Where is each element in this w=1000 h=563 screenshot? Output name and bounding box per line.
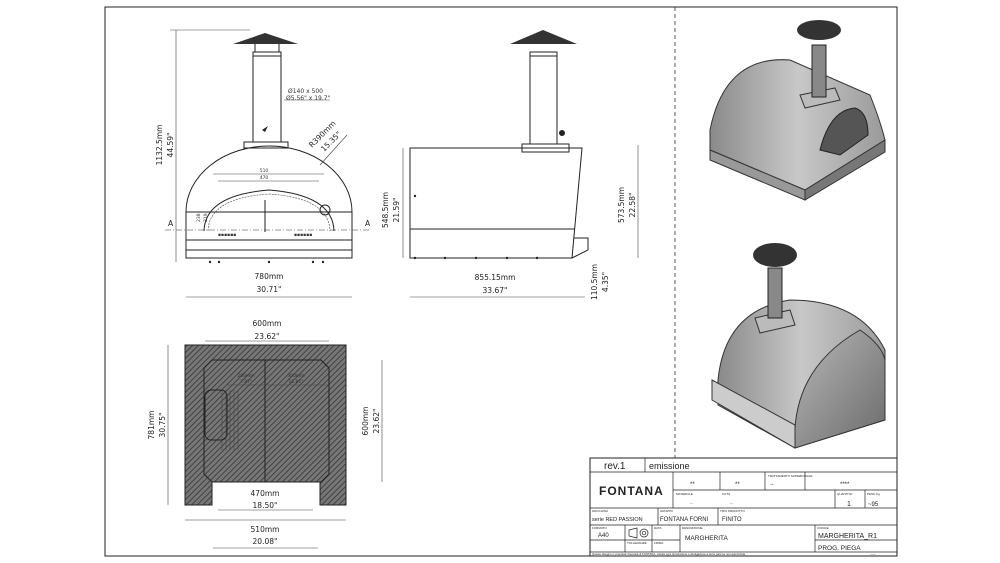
dome-outline — [185, 145, 353, 213]
finish-label: TRATTAMENTO SUPERFICIALE — [768, 474, 813, 478]
revision: rev.1 — [604, 461, 626, 472]
inner-depth-dim: 600mm — [361, 407, 370, 436]
sheet-frame — [104, 6, 898, 557]
lip-dim-in: 4.35" — [601, 272, 610, 292]
section-label-left: A — [168, 219, 174, 228]
value-2: ** — [735, 482, 740, 488]
inner-depth-dim-in: 23.62" — [372, 409, 381, 434]
cuts-label: CUTS — [722, 492, 730, 496]
dim-470: 470 — [260, 175, 269, 181]
material: -- — [690, 500, 693, 505]
material-label: MATERIALE — [676, 492, 693, 496]
dim-219: 219 — [203, 213, 209, 222]
svg-text:▪▪▪▪▪▪: ▪▪▪▪▪▪ — [294, 233, 312, 238]
emission: emissione — [649, 461, 690, 471]
desc-label: DESCRIZIONE — [682, 526, 703, 530]
left-dim: 200mm — [237, 373, 254, 379]
lip-dim: 110.5mm — [590, 264, 599, 300]
footer-right: ------ — [870, 552, 876, 556]
iso-render-front — [709, 20, 886, 201]
flue-dim-in: Ø5.56" x 19.7" — [286, 95, 331, 102]
value-4: **** — [840, 482, 850, 488]
dim-238: 238 — [196, 213, 202, 222]
front-view: ▪▪▪▪▪▪ ▪▪▪▪▪▪ A A 510 470 238 219 Ø140 x … — [155, 29, 371, 298]
title-block: rev.1 emissione FONTANA TRATTAMENTO SUPE… — [589, 457, 898, 557]
front-dim-in: 20.08" — [253, 537, 278, 546]
chimney-cap — [233, 33, 298, 44]
top-depth-dim: 781mm — [147, 411, 156, 440]
side-view: 548.5mm 21.59" 573.5mm 22.58" 855.15mm 3… — [381, 30, 639, 300]
svg-text:▪▪▪▪▪▪: ▪▪▪▪▪▪ — [218, 233, 236, 238]
cuts: -- — [730, 500, 733, 505]
depth-dim: 855.15mm — [475, 273, 516, 282]
side-body — [409, 147, 583, 259]
machine: serie RED PASSION — [592, 517, 643, 523]
qty: 1 — [847, 501, 851, 508]
height-dim: 1132.5mm — [155, 125, 164, 166]
right-dim-in: 11.81" — [289, 379, 304, 385]
footer-note: Questo disegno e' proprieta' riservata d… — [592, 552, 746, 556]
group: FONTANA FORNI — [660, 517, 709, 523]
sign-label: FIRMA — [654, 541, 663, 545]
tolerance-label: TOLLERANZE — [627, 541, 647, 545]
side-height-dim-in: 21.59" — [392, 198, 401, 223]
flue-dim: Ø140 x 500 — [288, 88, 323, 95]
description: MARGHERITA — [685, 535, 729, 542]
code-label: CODICE — [817, 526, 829, 530]
front-dim: 510mm — [251, 525, 280, 534]
group-label: GRUPPO — [660, 509, 674, 513]
side-height-dim: 548.5mm — [381, 192, 390, 228]
dim-510: 510 — [260, 168, 269, 174]
iso-render-back — [711, 243, 886, 449]
value-3: -- — [770, 482, 774, 488]
flue-pipe — [252, 55, 282, 143]
damper-handle — [262, 126, 268, 132]
top-view: 200mm 7.87" 300mm 11.81" 600mm 23.62" 78… — [147, 319, 383, 549]
total-height-dim-in: 22.58" — [628, 193, 637, 218]
width-dim: 780mm — [255, 272, 284, 281]
mouth-dim-in: 18.50" — [253, 501, 278, 510]
format: A40 — [598, 533, 609, 539]
prog-piega: PROG. PIEGA — [818, 545, 861, 552]
type: FINITO — [722, 517, 742, 523]
section-label-right: A — [365, 219, 371, 228]
top-width-dim-in: 23.62" — [255, 332, 280, 341]
top-depth-dim-in: 30.75" — [158, 413, 167, 438]
width-dim-in: 30.71" — [257, 285, 282, 294]
format-label: FORMATO — [592, 526, 607, 530]
qty-label: QUANTITA' — [837, 492, 853, 496]
type-label: TIPO PRODOTTO — [720, 509, 745, 513]
top-width-dim: 600mm — [253, 319, 282, 328]
projection-symbol-icon — [628, 527, 649, 539]
weight-label: PESO Kg — [867, 492, 880, 496]
fontana-logo: FONTANA — [599, 484, 664, 498]
left-dim-in: 7.87" — [240, 379, 252, 385]
depth-dim-in: 33.67" — [483, 286, 508, 295]
right-dim: 300mm — [287, 373, 304, 379]
height-dim-in: 44.59" — [166, 133, 175, 158]
total-height-dim: 573.5mm — [617, 187, 626, 223]
weight: ~95 — [868, 502, 879, 508]
date-label: DATA — [654, 526, 662, 530]
mouth-dim: 470mm — [251, 489, 280, 498]
code: MARGHERITA_R1 — [818, 533, 877, 540]
value-1: ** — [690, 482, 695, 488]
machine-label: MACCHINA — [592, 509, 608, 513]
